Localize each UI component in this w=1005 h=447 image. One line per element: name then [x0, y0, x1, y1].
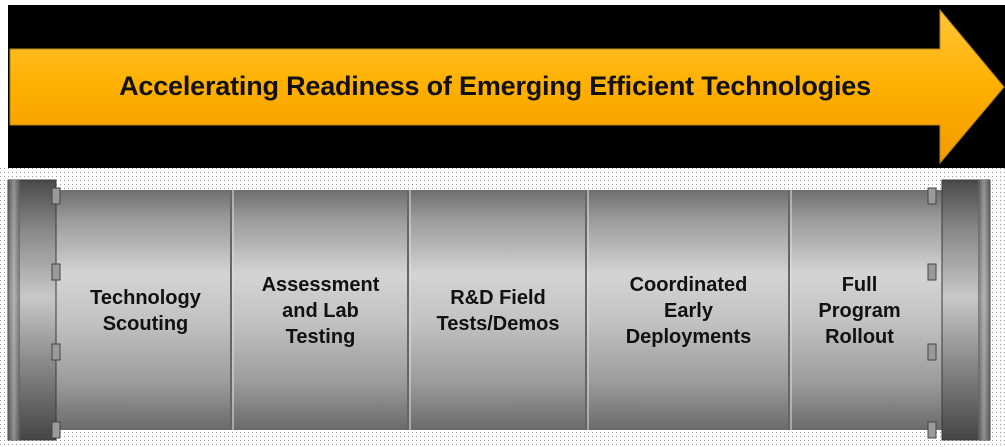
stage-coordinated-early-deployments: Coordinated Early Deployments [625, 274, 752, 348]
stage-rd-field-tests: R&D Field Tests/Demos [436, 287, 560, 335]
pipeline: Technology Scouting Assessment and Lab T… [0, 168, 1005, 447]
arrow-shape [9, 8, 1005, 165]
stage-technology-scouting: Technology Scouting [90, 287, 201, 335]
stage-full-program-rollout: Full Program Rollout [818, 274, 901, 348]
banner-title: Accelerating Readiness of Emerging Effic… [119, 70, 871, 101]
stage-assessment-lab-testing: Assessment and Lab Testing [261, 274, 380, 348]
pipe-graphic [0, 168, 1005, 447]
